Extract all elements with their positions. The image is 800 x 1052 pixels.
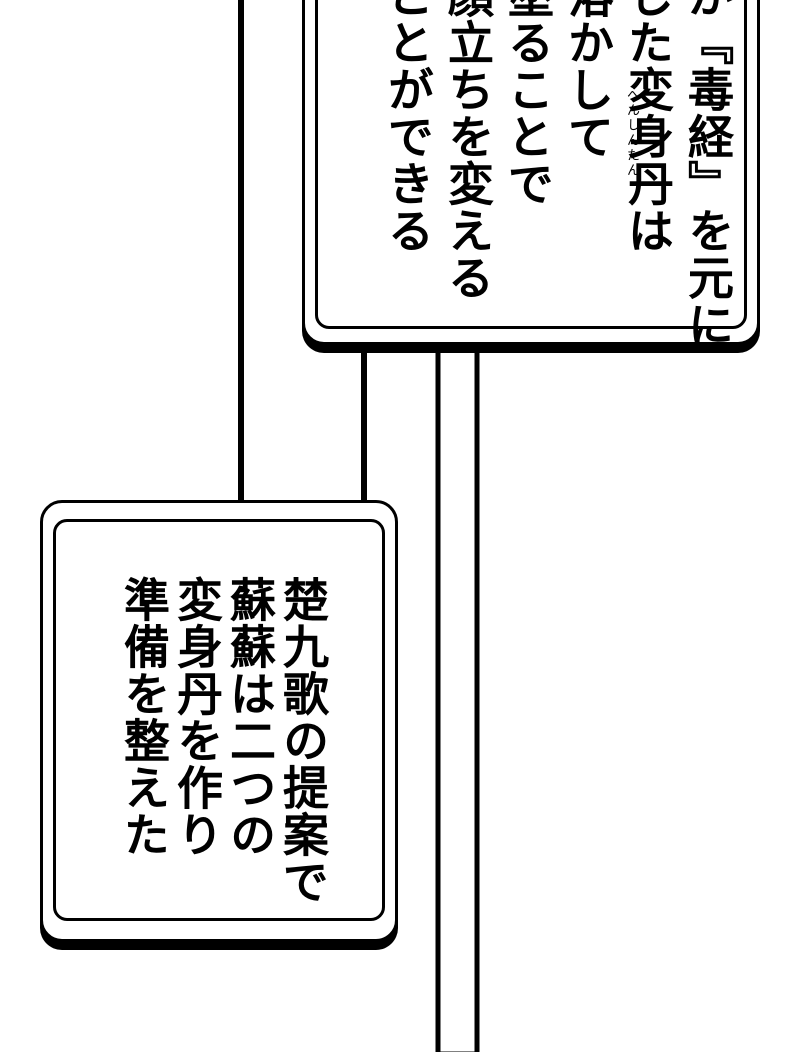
caption-top-ruby: へんしんたん — [624, 88, 639, 178]
caption-box-bottom — [40, 500, 398, 942]
caption-box-bottom-inner — [53, 519, 385, 921]
caption-top-text: が『毒経』を元に した変身丹は 溶かして 塗ることで 顔立ちを変える ことができ… — [381, 0, 735, 348]
caption-bottom-text: 楚九歌の提案で 蘇蘇は二つの 変身丹を作り 準備を整えた — [117, 576, 330, 905]
caption-box-top-inner — [315, 0, 747, 329]
caption-box-top — [302, 0, 760, 345]
